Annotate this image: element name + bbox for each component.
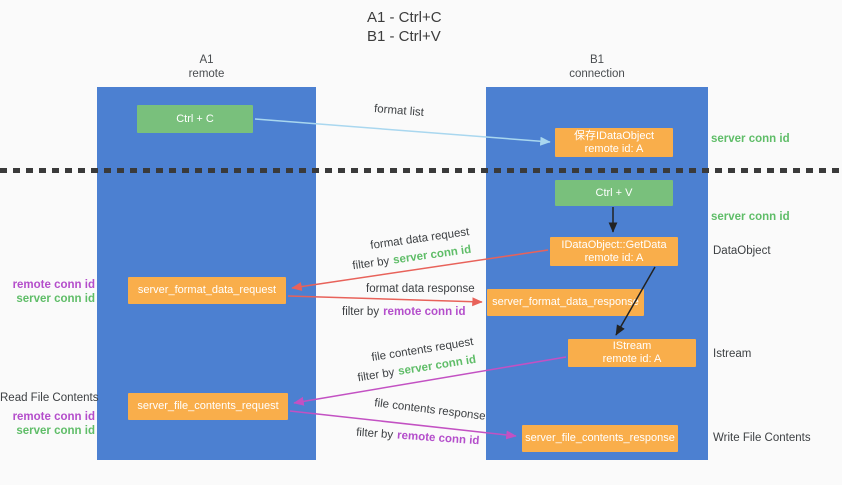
column-header-a1: A1 remote [97, 53, 316, 81]
title-line-1: A1 - Ctrl+C [367, 9, 442, 26]
label-server-conn-id-left-1: server conn id [16, 293, 95, 305]
node-istream: IStream remote id: A [568, 339, 696, 367]
node-idataobject-getdata: IDataObject::GetData remote id: A [550, 237, 678, 266]
node-server-format-data-request: server_format_data_request [128, 277, 286, 304]
node-save-idataobject-line2: remote id: A [584, 142, 644, 155]
label-read-file-contents: Read File Contents [0, 392, 99, 404]
column-header-b1: B1 connection [486, 53, 708, 81]
label-remote-conn-id-left-2: remote conn id [12, 411, 95, 423]
label-format-data-response: format data response [366, 283, 475, 295]
filter-by-text: filter by [356, 366, 396, 385]
node-server-file-contents-response: server_file_contents_response [522, 425, 678, 452]
remote-conn-id-text: remote conn id [383, 306, 466, 318]
label-write-file-contents: Write File Contents [713, 432, 811, 444]
label-server-conn-id-top-right: server conn id [711, 133, 790, 145]
label-format-list: format list [373, 103, 425, 119]
node-istream-line2: remote id: A [602, 353, 662, 365]
column-b1-subtitle: connection [569, 68, 625, 80]
node-istream-line1: IStream [612, 340, 652, 352]
divider-dotted-line [0, 168, 842, 173]
title-line-2: B1 - Ctrl+V [367, 28, 441, 45]
remote-conn-id-text: remote conn id [396, 429, 480, 448]
label-istream: Istream [713, 348, 752, 360]
label-remote-conn-id-left-1: remote conn id [12, 279, 95, 291]
node-save-idataobject: 保存IDataObject remote id: A [555, 128, 673, 157]
node-server-format-data-response: server_format_data_response [487, 289, 644, 316]
label-dataobject: DataObject [713, 245, 771, 257]
filter-by-text: filter by [355, 426, 394, 442]
node-getdata-line1: IDataObject::GetData [561, 238, 667, 251]
filter-by-text: filter by [351, 255, 391, 273]
label-file-contents-response: file contents response [373, 397, 487, 423]
column-a1-subtitle: remote [188, 68, 225, 80]
node-ctrl-c: Ctrl + C [137, 105, 253, 133]
filter-by-text: filter by [342, 306, 380, 318]
node-getdata-line2: remote id: A [584, 251, 644, 264]
arrow-format-data-response [287, 295, 483, 307]
label-server-conn-id-mid-right: server conn id [711, 211, 790, 223]
node-ctrl-v: Ctrl + V [555, 180, 673, 206]
label-server-conn-id-left-2: server conn id [16, 425, 95, 437]
node-save-idataobject-line1: 保存IDataObject [573, 129, 655, 142]
node-server-file-contents-request: server_file_contents_request [128, 393, 288, 420]
column-b1-name: B1 [589, 54, 605, 66]
column-a1-name: A1 [199, 54, 214, 66]
diagram-title: A1 - Ctrl+C B1 - Ctrl+V [367, 8, 442, 46]
